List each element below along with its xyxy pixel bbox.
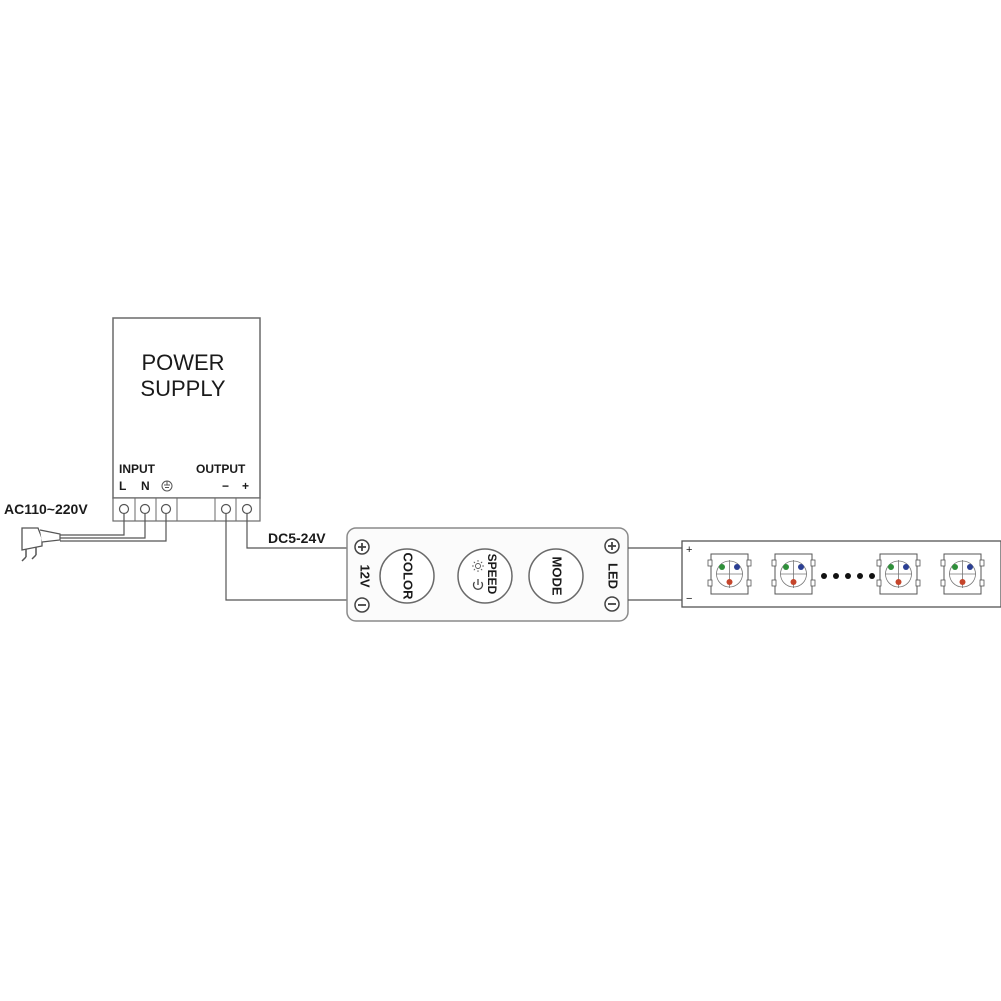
led-controller: 12V COLOR SPEED — [346, 527, 629, 622]
strip-wires — [628, 547, 682, 601]
terminal-l-label: L — [119, 479, 126, 493]
controller-output-minus-icon — [604, 596, 620, 612]
ellipsis-dots — [821, 573, 875, 579]
ac-wires — [60, 514, 167, 542]
terminal-minus-label: − — [222, 479, 229, 493]
terminal-n-label: N — [141, 479, 150, 493]
mode-button[interactable]: MODE — [528, 548, 584, 604]
controller-output-plus-icon — [604, 538, 620, 554]
red-led-dot — [959, 579, 966, 585]
led-chip — [940, 553, 985, 595]
brightness-icon — [472, 560, 484, 572]
red-led-dot — [726, 579, 733, 585]
blue-led-dot — [903, 564, 909, 570]
ground-icon — [161, 480, 173, 492]
ac-input-label: AC110~220V — [4, 501, 88, 517]
screw-terminal-ground — [160, 503, 172, 515]
speed-button[interactable]: SPEED — [457, 548, 513, 604]
terminal-block — [112, 497, 261, 522]
dc-positive-wire — [246, 514, 349, 549]
led-chip — [707, 553, 752, 595]
power-supply-box — [112, 317, 261, 499]
green-led-dot — [888, 564, 894, 570]
screw-terminal-l — [118, 503, 130, 515]
screw-terminal-minus — [220, 503, 232, 515]
controller-input-voltage: 12V — [358, 564, 373, 587]
power-supply-title-line1: POWER — [141, 350, 224, 375]
blue-led-dot — [798, 564, 804, 570]
mode-button-label: MODE — [550, 557, 565, 596]
red-led-dot — [895, 579, 902, 585]
screw-terminal-n — [139, 503, 151, 515]
green-led-dot — [719, 564, 725, 570]
color-button-label: COLOR — [401, 553, 416, 601]
power-icon — [472, 579, 484, 590]
blue-led-dot — [967, 564, 973, 570]
blue-led-dot — [734, 564, 740, 570]
screw-terminal-plus — [241, 503, 253, 515]
strip-minus-label: − — [686, 593, 692, 605]
power-supply: POWER SUPPLY INPUT OUTPUT L N − + — [112, 317, 261, 522]
controller-input-minus-icon — [354, 597, 370, 613]
dc-wires — [225, 514, 349, 601]
speed-button-label: SPEED — [485, 554, 499, 595]
dc-voltage-label: DC5-24V — [268, 530, 326, 546]
green-led-dot — [952, 564, 958, 570]
terminal-plus-label: + — [242, 479, 249, 493]
input-label: INPUT — [119, 462, 156, 476]
led-chip — [876, 553, 921, 595]
red-led-dot — [790, 579, 797, 585]
strip-plus-label: + — [686, 544, 692, 556]
green-led-dot — [783, 564, 789, 570]
led-strip: + − — [681, 540, 1001, 608]
controller-output-label: LED — [606, 563, 621, 589]
ac-plug-icon — [21, 527, 61, 562]
led-chip — [771, 553, 816, 595]
dc-negative-wire — [225, 514, 349, 601]
color-button[interactable]: COLOR — [379, 548, 435, 604]
power-supply-title-line2: SUPPLY — [140, 376, 226, 401]
controller-input-plus-icon — [354, 539, 370, 555]
output-label: OUTPUT — [196, 462, 246, 476]
